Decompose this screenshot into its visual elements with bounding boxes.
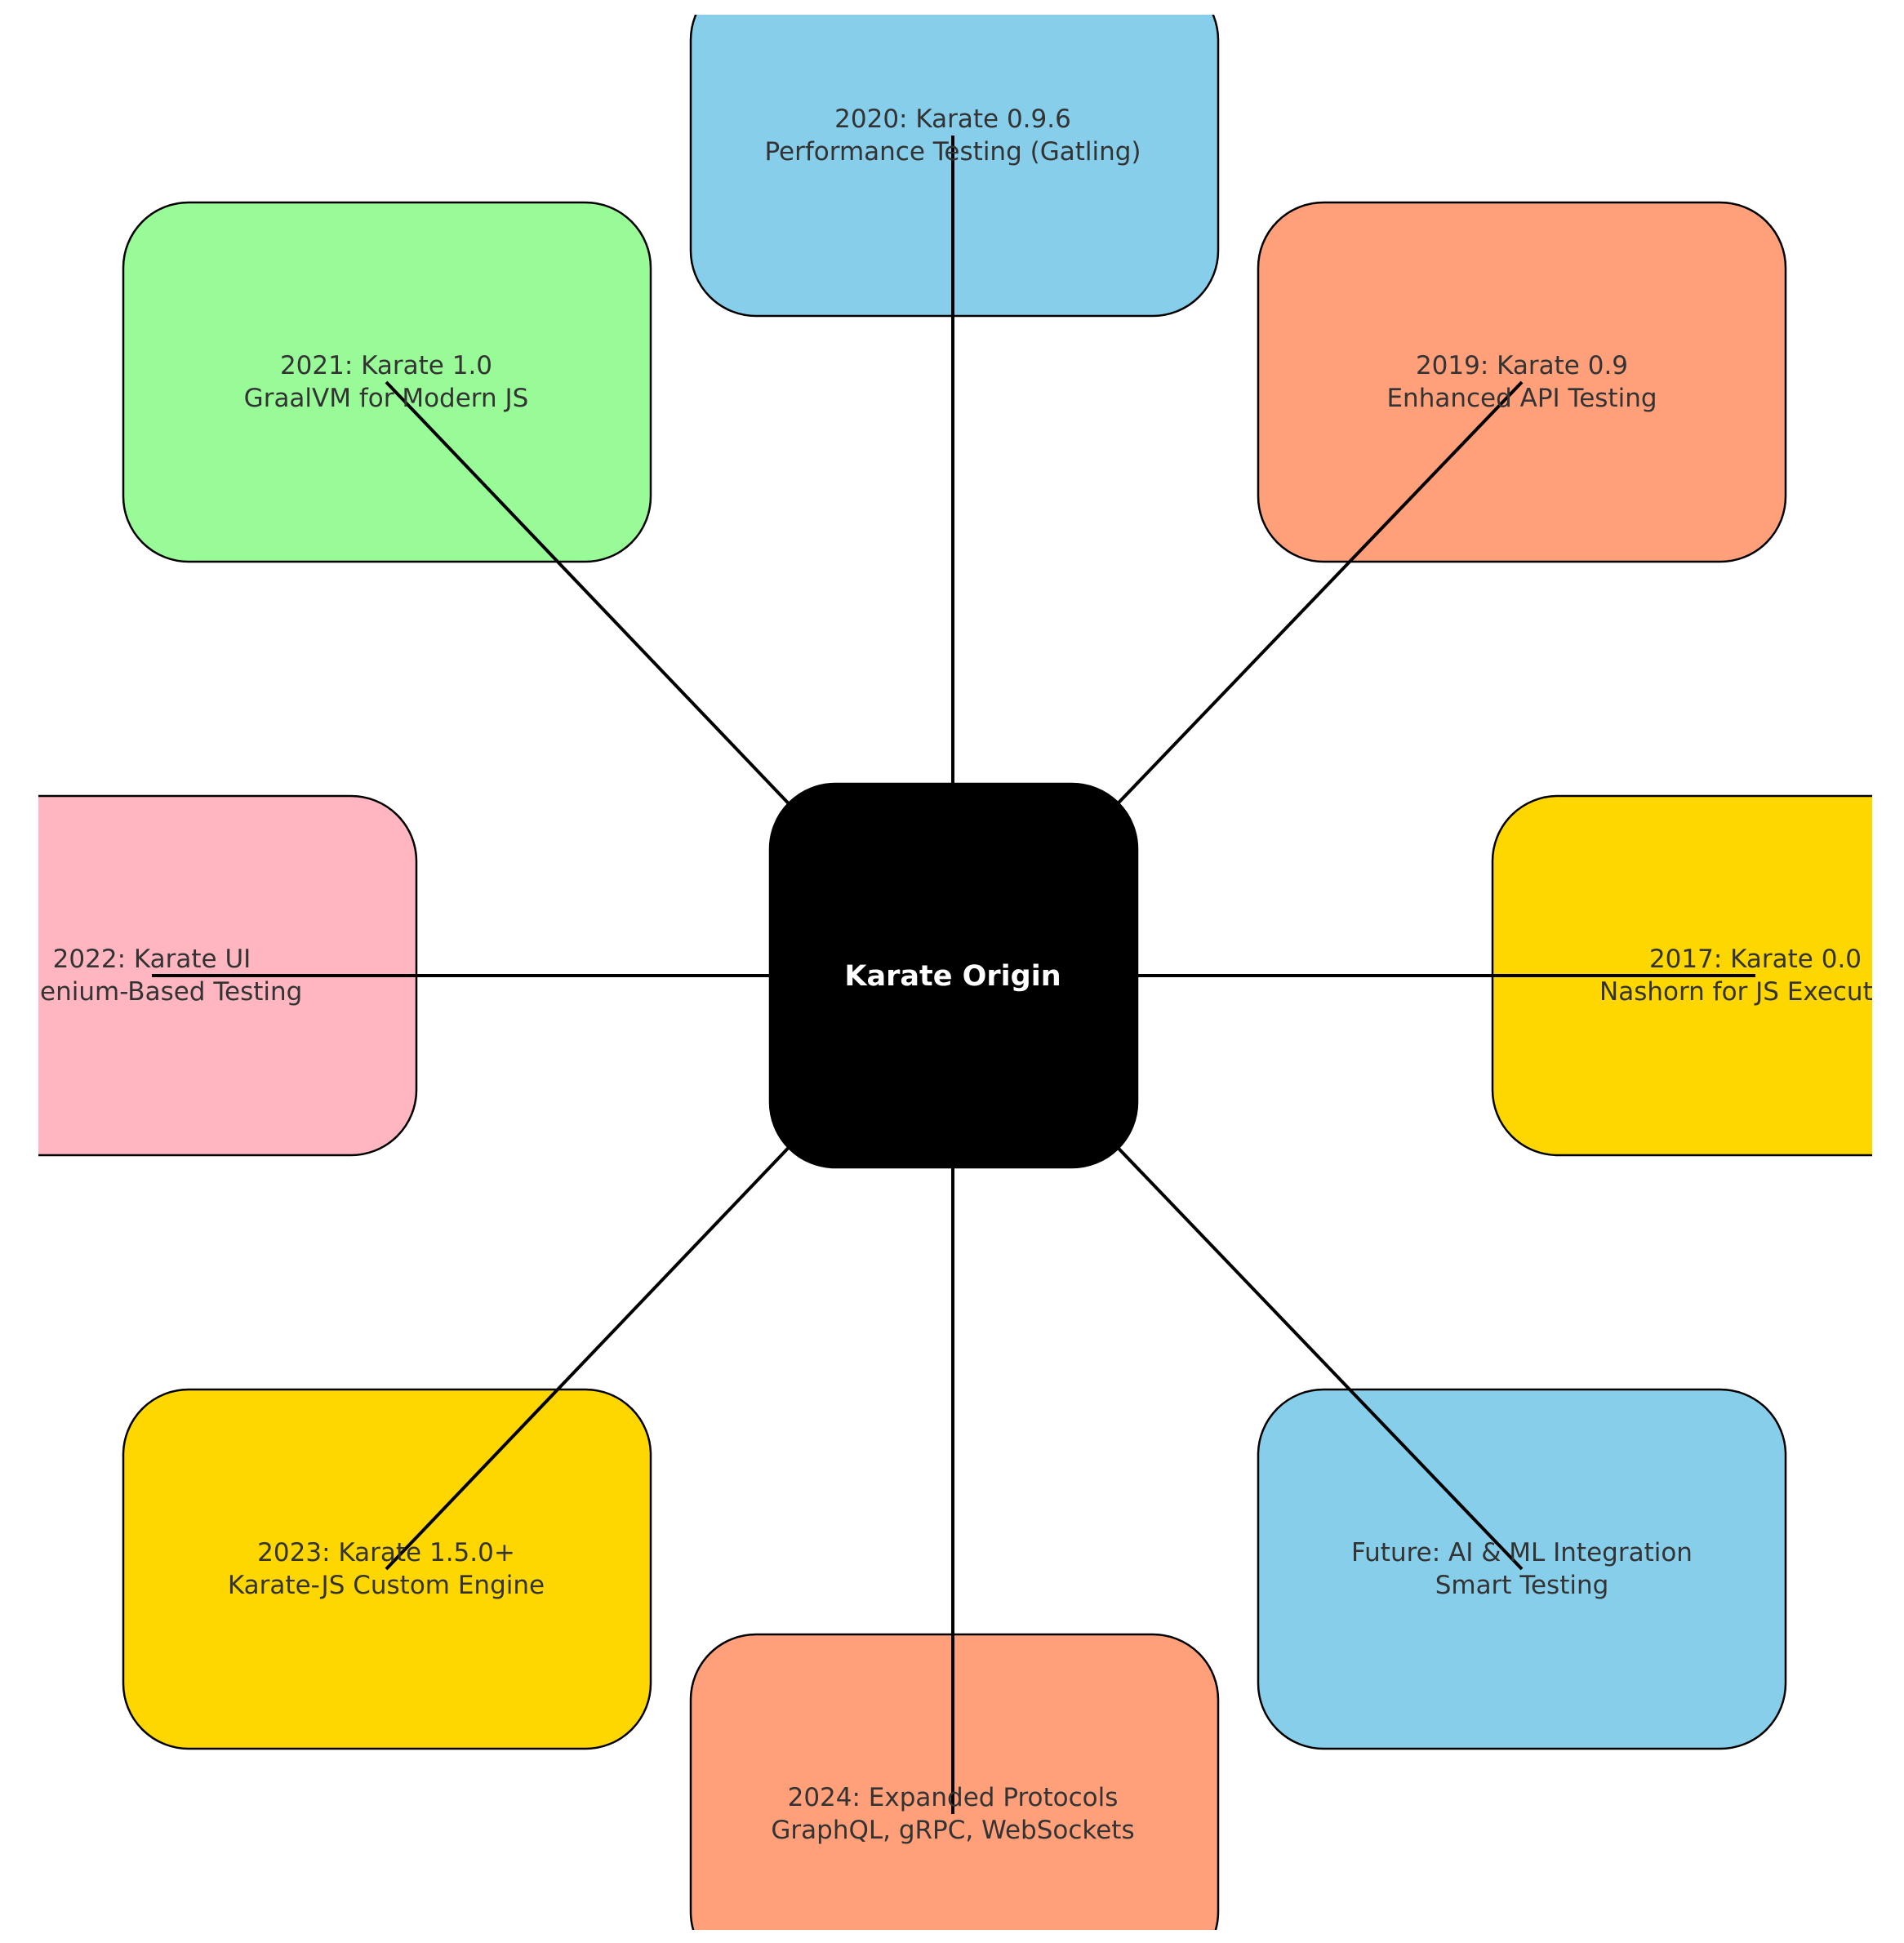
node-title-2024: 2024: Expanded Protocols — [788, 1783, 1119, 1812]
node-title-2017: 2017: Karate 0.0 — [1649, 945, 1862, 974]
node-subtitle-future: Smart Testing — [1435, 1571, 1609, 1600]
node-title-2019: 2019: Karate 0.9 — [1416, 351, 1628, 380]
node-subtitle-2023: Karate-JS Custom Engine — [228, 1571, 545, 1600]
edge-2023 — [385, 974, 954, 1571]
edge-2021 — [385, 380, 954, 977]
node-subtitle-2021: GraalVM for Modern JS — [244, 384, 529, 413]
node-title-2021: 2021: Karate 1.0 — [280, 351, 492, 380]
node-subtitle-2017: Nashorn for JS Execution — [1599, 977, 1904, 1007]
center-node-label: Karate Origin — [844, 960, 1061, 993]
node-title-future: Future: AI & ML Integration — [1351, 1538, 1693, 1567]
edge-2019 — [951, 380, 1524, 977]
node-subtitle-2024: GraphQL, gRPC, WebSockets — [771, 1816, 1134, 1845]
edge-future — [951, 974, 1524, 1571]
node-title-2020: 2020: Karate 0.9.6 — [834, 104, 1071, 134]
node-subtitle-2022: Selenium-Based Testing — [2, 977, 303, 1007]
node-subtitle-2019: Enhanced API Testing — [1386, 384, 1657, 413]
node-subtitle-2020: Performance Testing (Gatling) — [764, 137, 1141, 167]
node-title-2023: 2023: Karate 1.5.0+ — [257, 1538, 515, 1567]
node-title-2022: 2022: Karate UI — [53, 945, 251, 974]
